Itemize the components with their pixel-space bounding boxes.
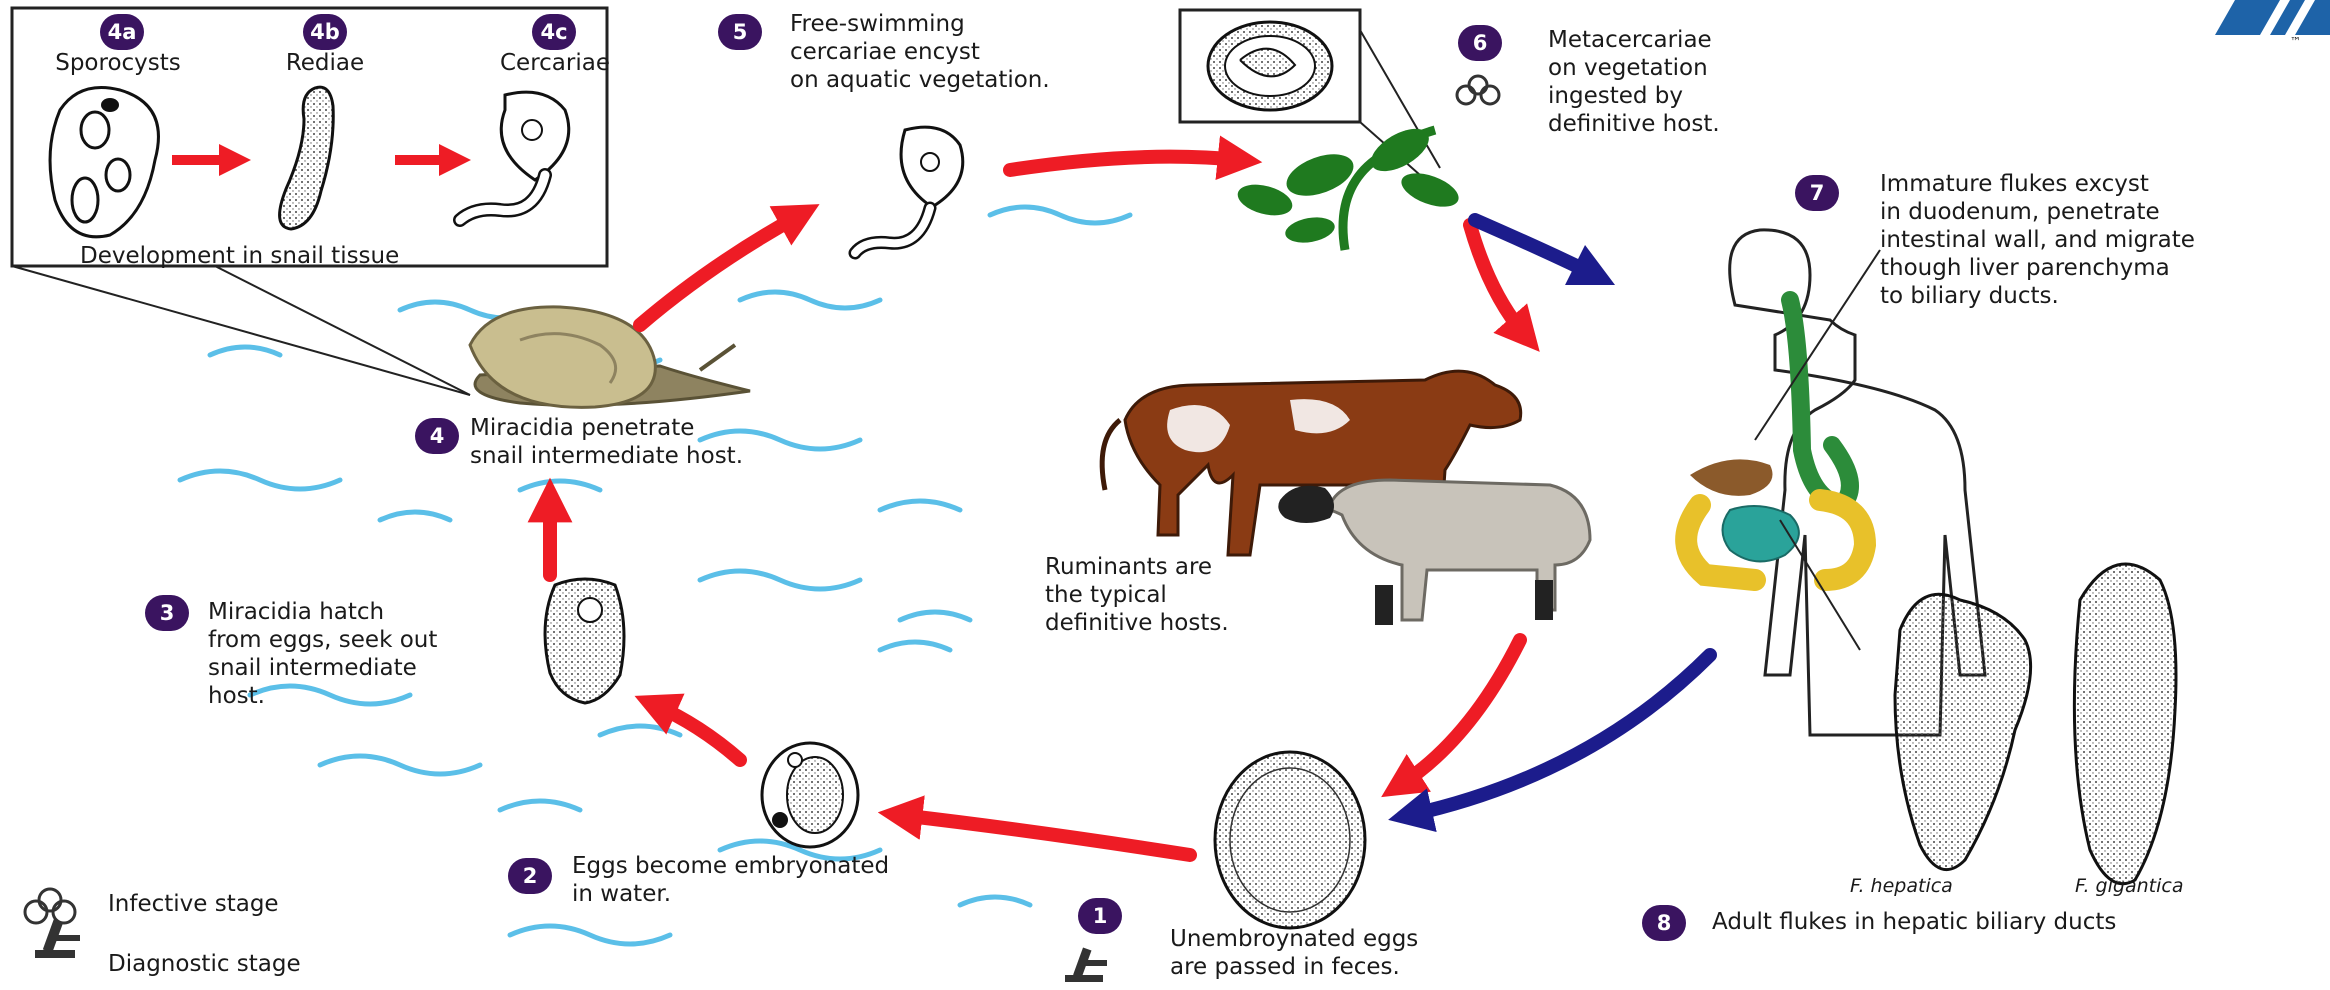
biohazard-icon	[1457, 76, 1499, 104]
stage-2-text: Eggs become embryonated in water.	[572, 852, 889, 908]
logo	[2215, 0, 2330, 35]
inset-caption: Development in snail tissue	[80, 242, 399, 270]
stage-badge-2: 2	[508, 858, 552, 894]
label-cercariae: Cercariae	[470, 50, 640, 76]
stage-badge-1: 1	[1078, 898, 1122, 934]
ruminants-text: Ruminants are the typical definitive hos…	[1045, 553, 1229, 637]
aquatic-vegetation-illustration	[1234, 120, 1463, 250]
stage-3-text: Miracidia hatch from eggs, seek out snai…	[208, 598, 437, 710]
stage-badge-7: 7	[1795, 175, 1839, 211]
label-rediae: Rediae	[240, 50, 410, 76]
stage-1-text: Unembroynated eggs are passed in feces.	[1170, 925, 1418, 981]
biohazard-icon	[25, 889, 75, 923]
adult-fluke-hepatica-illustration	[1895, 594, 2031, 869]
stage-badge-3: 3	[145, 595, 189, 631]
stage-8-text: Adult flukes in hepatic biliary ducts	[1712, 908, 2116, 936]
stage-badge-4c: 4c	[532, 14, 576, 50]
stage-7-text: Immature flukes excyst in duodenum, pene…	[1880, 170, 2195, 310]
species-label-hepatica: F. hepatica	[1850, 875, 1953, 897]
stage-5-text: Free-swimming cercariae encyst on aquati…	[790, 10, 1050, 94]
embryonated-egg-illustration	[762, 743, 858, 847]
miracidium-illustration	[545, 579, 624, 703]
stage-badge-6: 6	[1458, 25, 1502, 61]
stage-badge-4a: 4a	[100, 14, 144, 50]
free-cercaria-illustration	[855, 127, 963, 253]
logo-trademark: ™	[2290, 28, 2301, 56]
stage-badge-4b: 4b	[303, 14, 347, 50]
legend-diagnostic-label: Diagnostic stage	[108, 950, 301, 978]
sheep-illustration	[1278, 480, 1590, 625]
unembryonated-egg-illustration	[1215, 752, 1365, 928]
stage-6-text: Metacercariae on vegetation ingested by …	[1548, 26, 1720, 138]
species-label-gigantica: F. gigantica	[2075, 875, 2183, 897]
snail-illustration	[470, 307, 750, 407]
legend-infective-label: Infective stage	[108, 890, 279, 918]
stage-badge-5: 5	[718, 14, 762, 50]
stage-badge-4: 4	[415, 418, 459, 454]
adult-fluke-gigantica-illustration	[2074, 564, 2176, 884]
microscope-icon	[35, 919, 80, 958]
label-sporocysts: Sporocysts	[33, 50, 203, 76]
microscope-icon	[1065, 947, 1107, 982]
stage-badge-8: 8	[1642, 905, 1686, 941]
stage-4-text: Miracidia penetrate snail intermediate h…	[470, 414, 743, 470]
